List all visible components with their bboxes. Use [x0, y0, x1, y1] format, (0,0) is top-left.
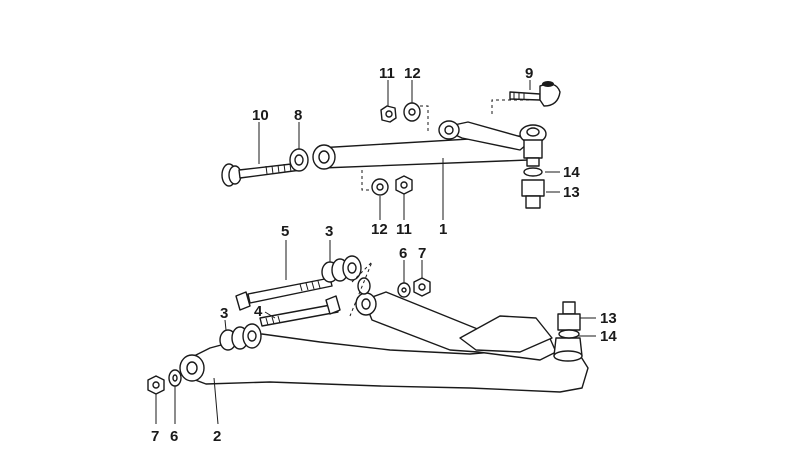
callout-12-mid: 12 — [371, 221, 388, 238]
callout-11-top: 11 — [379, 65, 395, 82]
lower-control-arm — [179, 291, 589, 393]
callout-13-top: 13 — [563, 184, 580, 201]
callout-10: 10 — [252, 107, 269, 124]
washer-6-top — [397, 282, 411, 298]
assembly-line-mid — [361, 170, 372, 191]
nut-7-top — [413, 277, 431, 297]
bushing-stack-3-left — [219, 323, 262, 351]
callout-9: 9 — [525, 65, 533, 82]
bushing-8 — [289, 148, 309, 172]
washer-6-bottom — [168, 369, 182, 387]
callout-3-top: 3 — [325, 223, 333, 240]
callout-1: 1 — [439, 221, 447, 238]
ball-stud-13-low — [557, 301, 581, 331]
assembly-line-lower — [349, 261, 373, 317]
washer-12-top — [403, 102, 421, 122]
callout-3-left: 3 — [220, 305, 228, 322]
bolt-10 — [221, 162, 302, 187]
callout-labels: 10 8 11 12 9 14 13 12 11 1 5 3 6 7 3 4 1… — [151, 65, 617, 445]
callout-2: 2 — [213, 428, 221, 445]
callout-5: 5 — [281, 223, 289, 240]
upper-control-arm — [312, 120, 547, 170]
callout-6-top: 6 — [399, 245, 407, 262]
callout-7-top: 7 — [418, 245, 426, 262]
callout-11-mid: 11 — [396, 221, 412, 238]
nut-7-bottom — [147, 375, 165, 395]
callout-12-top: 12 — [404, 65, 421, 82]
callout-13-low: 13 — [600, 310, 617, 327]
callout-14-top: 14 — [563, 164, 580, 181]
callout-4: 4 — [254, 303, 263, 320]
nut-11-top — [380, 105, 397, 123]
bushing-stack-3-top — [321, 255, 371, 295]
assembly-line-top — [420, 105, 429, 132]
washer-14-top — [523, 167, 543, 177]
stud-9 — [491, 81, 561, 114]
washer-12-mid — [371, 178, 389, 196]
nut-13-top — [521, 179, 545, 209]
leader-lines — [155, 80, 596, 425]
callout-14-low: 14 — [600, 328, 617, 345]
callout-8: 8 — [294, 107, 302, 124]
callout-7-bottom: 7 — [151, 428, 159, 445]
bolt-4 — [259, 295, 341, 327]
bolt-5 — [235, 277, 333, 311]
washer-14-low — [558, 329, 580, 339]
callout-6-bottom: 6 — [170, 428, 178, 445]
nut-11-mid — [395, 175, 413, 195]
